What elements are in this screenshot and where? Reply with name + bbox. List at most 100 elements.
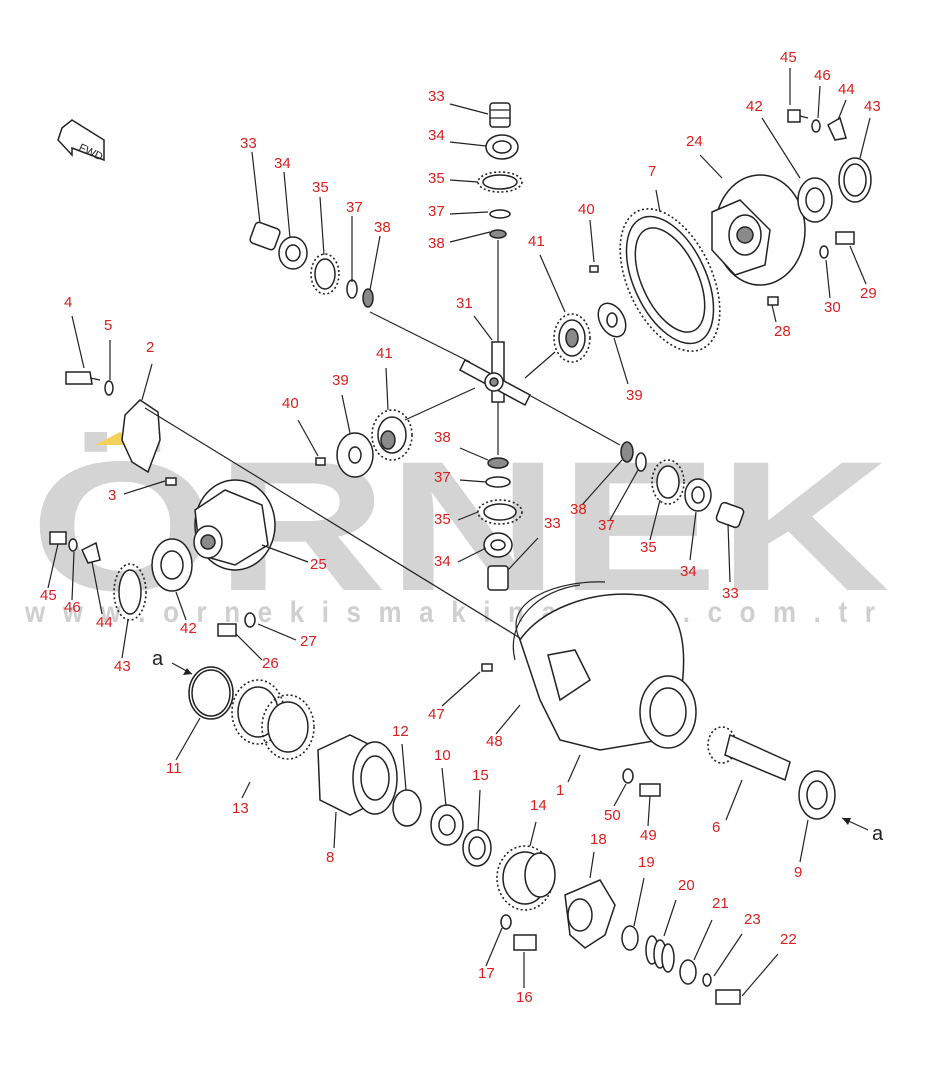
- part-38-washer-right: [620, 441, 634, 463]
- part-45-bolt-left: [49, 531, 67, 545]
- part-41-pinion-upper: [553, 313, 591, 363]
- part-37-washer-right: [635, 452, 647, 472]
- callout-leader-37: [609, 469, 639, 521]
- callout-label-37: 37: [428, 203, 445, 220]
- part-40-pin-mid: [315, 457, 326, 466]
- callout-label-45: 45: [40, 587, 57, 604]
- part-45-bolt-upper: [787, 109, 801, 123]
- callout-label-22: 22: [780, 931, 797, 948]
- callout-label-38: 38: [570, 501, 587, 518]
- part-37-washer-left: [346, 279, 358, 299]
- callout-label-1: 1: [556, 782, 564, 799]
- callout-leader-44: [837, 99, 847, 121]
- part-50-washer: [622, 768, 634, 784]
- callout-leader-34: [689, 511, 697, 561]
- callout-leader-8: [333, 811, 337, 849]
- callout-label-46: 46: [814, 67, 831, 84]
- part-1-carrier-housing: [515, 581, 697, 751]
- part-35-side-gear-top: [477, 171, 523, 193]
- callout-leader-26: [235, 633, 263, 661]
- callout-leader-22: [741, 953, 779, 997]
- callout-label-38: 38: [434, 429, 451, 446]
- callout-label-10: 10: [434, 747, 451, 764]
- part-22-bolt: [715, 989, 741, 1005]
- callout-label-13: 13: [232, 800, 249, 817]
- callout-label-34: 34: [680, 563, 697, 580]
- part-33-bushing-top: [489, 102, 511, 128]
- part-44-lock-plate-left: [81, 541, 101, 564]
- callout-label-29: 29: [860, 285, 877, 302]
- callout-label-33: 33: [240, 135, 257, 152]
- callout-leader-35: [649, 499, 661, 541]
- callout-label-8: 8: [326, 849, 334, 866]
- callout-leader-50: [613, 783, 627, 807]
- upper-left-gear-row: [249, 221, 374, 308]
- callout-leader-43: [121, 619, 129, 659]
- part-24-diff-case-right: [711, 174, 806, 286]
- callout-label-3: 3: [108, 487, 116, 504]
- part-4-bolt: [65, 371, 93, 385]
- part-19-o-ring: [621, 925, 639, 951]
- callout-leader-4: [71, 315, 85, 369]
- callout-leader-41: [385, 367, 389, 411]
- part-38-washer-left: [362, 288, 374, 308]
- callout-label-26: 26: [262, 655, 279, 672]
- vertical-gear-stack: [477, 102, 523, 239]
- assembly-line: [144, 407, 521, 639]
- callout-leader-12: [401, 743, 407, 791]
- part-38-washer-lower: [487, 457, 509, 469]
- callout-label-5: 5: [104, 317, 112, 334]
- part-31-spider: [369, 240, 621, 455]
- callout-label-44: 44: [838, 81, 855, 98]
- callout-label-47: 47: [428, 706, 445, 723]
- callout-label-43: 43: [114, 658, 131, 675]
- callout-leader-15: [477, 789, 481, 831]
- callout-label-40: 40: [578, 201, 595, 218]
- part-21-washer: [679, 959, 697, 985]
- callout-leader-17: [485, 927, 503, 967]
- callout-label-34: 34: [274, 155, 291, 172]
- callout-leader-33: [449, 103, 489, 115]
- callout-label-24: 24: [686, 133, 703, 150]
- part-41-pinion-mid: [371, 409, 413, 461]
- callout-leader-19: [633, 877, 645, 927]
- watermark: ÖRNEK w w w . o r n e k i s m a k i n a …: [24, 424, 890, 630]
- part-14-coupling: [496, 845, 556, 911]
- callout-label-20: 20: [678, 877, 695, 894]
- callout-leader-25: [261, 544, 309, 563]
- callout-leader-24: [699, 154, 723, 179]
- callout-leader-9: [799, 819, 809, 863]
- callout-label-16: 16: [516, 989, 533, 1006]
- fwd-arrow: FWD: [57, 119, 105, 163]
- callout-leader-2: [141, 363, 153, 401]
- part-2-bearing-cap: [121, 399, 161, 474]
- part-49-bolt: [639, 783, 661, 797]
- callout-label-35: 35: [428, 170, 445, 187]
- lower-right-gear-row: [620, 441, 745, 529]
- callout-label-35: 35: [312, 179, 329, 196]
- part-7-ring-gear: [619, 208, 721, 352]
- callout-leader-38: [581, 459, 623, 506]
- callout-leader-40: [589, 219, 595, 263]
- callout-leader-27: [257, 623, 297, 641]
- upper-right-bearing-group: [787, 109, 872, 259]
- callout-leader-14: [529, 821, 537, 847]
- part-17-washer: [500, 914, 512, 930]
- part-37-washer-lower: [485, 476, 511, 488]
- callout-label-11: 11: [166, 760, 182, 777]
- callout-label-37: 37: [434, 469, 451, 486]
- callout-leader-6: [725, 779, 743, 821]
- callout-label-38: 38: [374, 219, 391, 236]
- callout-leader-34: [449, 141, 487, 147]
- part-40-pin-upper: [589, 265, 599, 273]
- callout-leader-38: [459, 447, 489, 461]
- callout-leader-48: [495, 704, 521, 735]
- part-33-bushing-left: [249, 221, 281, 251]
- callout-label-39: 39: [332, 372, 349, 389]
- callout-label-37: 37: [346, 199, 363, 216]
- callout-label-27: 27: [300, 633, 317, 650]
- part-38-washer-top: [489, 229, 507, 239]
- callout-label-40: 40: [282, 395, 299, 412]
